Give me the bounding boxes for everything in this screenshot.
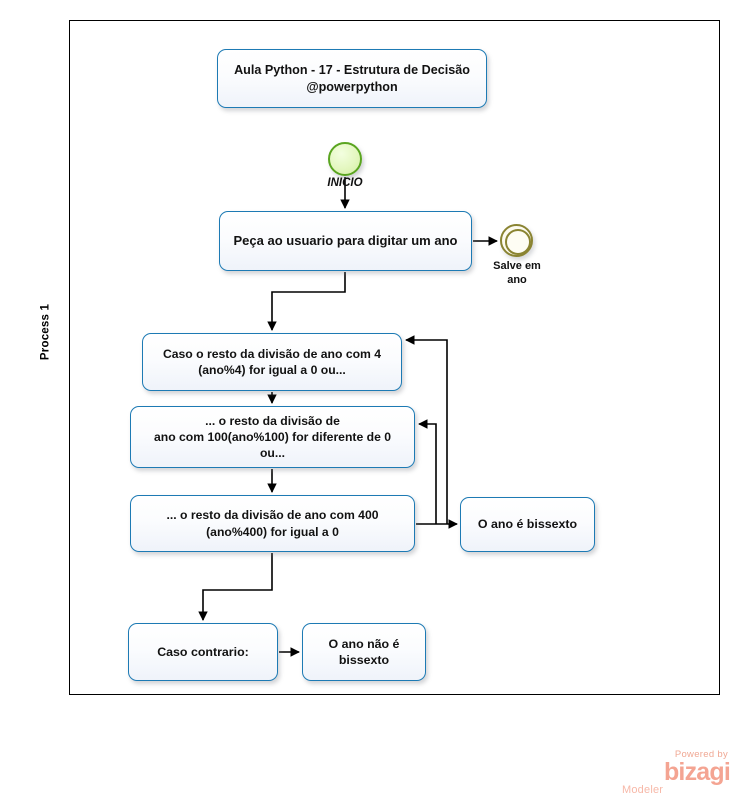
start-event-label: INICIO xyxy=(327,177,363,189)
condition-mod100-line2: ano com 100(ano%100) for diferente de 0 xyxy=(153,429,392,444)
intermediate-save-event-icon[interactable] xyxy=(500,224,533,257)
condition-mod4-line2: (ano%4) for igual a 0 ou... xyxy=(198,363,346,377)
condition-mod100-line3: ou... xyxy=(259,446,286,461)
condition-mod4-box[interactable]: Caso o resto da divisão de ano com 4 (an… xyxy=(142,333,402,391)
result-leap-year-box[interactable]: O ano é bissexto xyxy=(460,497,595,552)
case-else-label: Caso contrario: xyxy=(157,644,249,659)
condition-mod100-line1: ... o resto da divisão de xyxy=(205,413,340,428)
result-not-leap-year-text: O ano não é bissexto xyxy=(309,636,419,669)
diagram-title-box: Aula Python - 17 - Estrutura de Decisão xyxy=(217,49,487,108)
condition-mod400-box[interactable]: ... o resto da divisão de ano com 400 (a… xyxy=(130,495,415,552)
result-not-leap-line1: O ano não é xyxy=(328,636,400,651)
watermark-powered-by: Powered by xyxy=(674,749,728,760)
condition-mod100-box[interactable]: ... o resto da divisão de ano com 100(an… xyxy=(130,406,415,468)
condition-mod4-text: Caso o resto da divisão de ano com 4 (an… xyxy=(149,346,395,378)
condition-mod4-line1: Caso o resto da divisão de ano com 4 xyxy=(162,346,382,361)
watermark-brand: bizagi xyxy=(663,757,731,786)
task-ask-user-year[interactable]: Peça ao usuario para digitar um ano xyxy=(219,211,472,271)
lane-label: Process 1 xyxy=(39,303,52,361)
condition-mod400-text: ... o resto da divisão de ano com 400 (a… xyxy=(137,507,408,539)
condition-mod400-line1: ... o resto da divisão de ano com 400 xyxy=(166,508,379,523)
lane-header: Process 1 xyxy=(20,20,70,695)
intermediate-save-event-label: Salve em ano xyxy=(477,259,557,288)
watermark-product: Modeler xyxy=(622,784,664,797)
save-label-line1: Salve em xyxy=(493,260,541,272)
bizagi-watermark: Powered by bizagi Modeler xyxy=(618,749,731,802)
case-else-box[interactable]: Caso contrario: xyxy=(128,623,278,681)
condition-mod400-line2: (ano%400) for igual a 0 xyxy=(206,524,339,539)
save-label-line2: ano xyxy=(507,274,527,287)
condition-mod100-text: ... o resto da divisão de ano com 100(an… xyxy=(137,413,408,461)
start-event-icon[interactable] xyxy=(328,142,362,176)
result-not-leap-year-box[interactable]: O ano não é bissexto xyxy=(302,623,426,681)
task-ask-label: Peça ao usuario para digitar um ano xyxy=(233,233,458,249)
result-leap-year-label: O ano é bissexto xyxy=(477,517,578,532)
result-not-leap-line2: bissexto xyxy=(338,653,390,667)
